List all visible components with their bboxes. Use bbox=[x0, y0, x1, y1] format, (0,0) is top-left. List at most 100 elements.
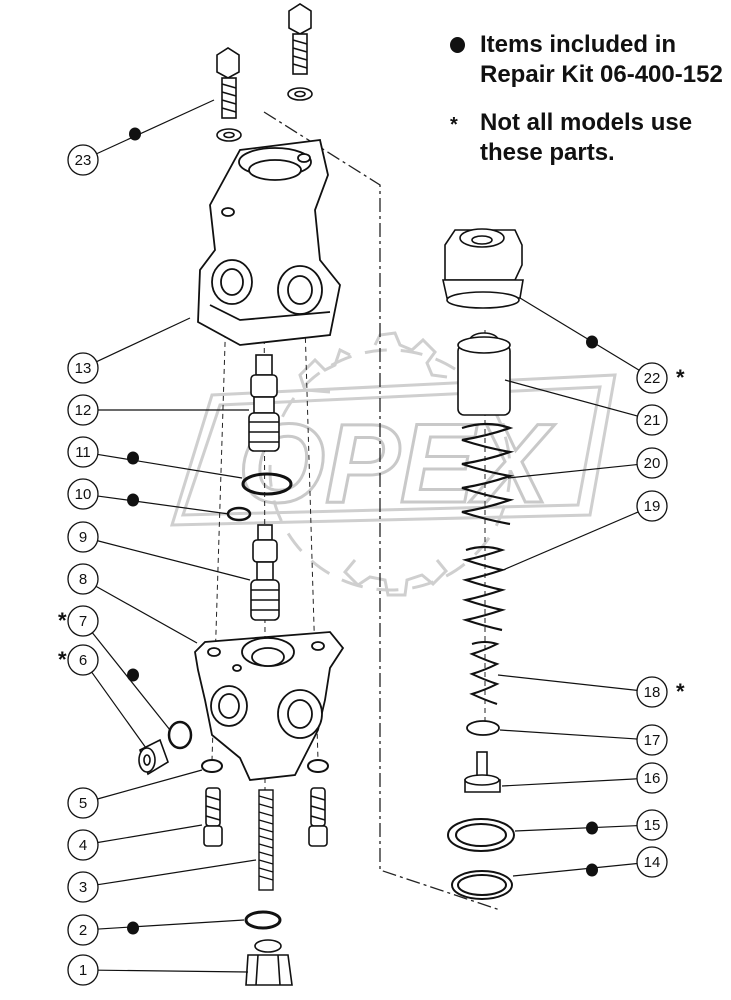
callout-14: 14 bbox=[512, 846, 668, 878]
o-ring-11 bbox=[241, 472, 293, 496]
ring-14 bbox=[451, 870, 513, 900]
callout-circle bbox=[636, 490, 668, 522]
callout-circle bbox=[67, 352, 99, 384]
leader-line bbox=[91, 632, 171, 731]
leader-line bbox=[97, 453, 243, 479]
callout-number: 9 bbox=[79, 529, 87, 546]
callout-circle bbox=[67, 914, 99, 946]
callout-circle bbox=[67, 829, 99, 861]
leader-line bbox=[96, 317, 191, 363]
callout-number: 14 bbox=[644, 854, 661, 871]
valve-body-top-13 bbox=[197, 139, 341, 346]
watermark-swoosh-inner bbox=[180, 385, 602, 517]
leader-line bbox=[97, 495, 230, 515]
callout-number: 3 bbox=[79, 879, 87, 896]
legend-star-row: * Not all models use these parts. bbox=[446, 108, 728, 168]
callout-10: 10 bbox=[67, 478, 230, 515]
leader-line bbox=[97, 859, 257, 886]
valve-16 bbox=[464, 751, 501, 793]
callout-number: 20 bbox=[644, 455, 661, 472]
callout-number: 19 bbox=[644, 498, 661, 515]
callout-circle bbox=[636, 762, 668, 794]
callout-number: 16 bbox=[644, 770, 661, 787]
callout-11: 11 bbox=[67, 436, 243, 479]
watermark-logo: OPEX bbox=[169, 331, 617, 597]
callout-3: 3 bbox=[67, 859, 257, 903]
legend-star-line2: these parts. bbox=[480, 139, 615, 166]
callout-number: 4 bbox=[79, 837, 87, 854]
callout-circle bbox=[67, 871, 99, 903]
callout-number: 1 bbox=[79, 962, 87, 979]
callout-19: 19 bbox=[502, 490, 668, 571]
callout-22: 22 * bbox=[519, 297, 685, 394]
watermark-text: OPEX bbox=[238, 401, 556, 526]
callout-circle bbox=[636, 809, 668, 841]
callout-circle bbox=[67, 563, 99, 595]
callout-circle bbox=[67, 394, 99, 426]
leader-line bbox=[499, 729, 638, 740]
spring-seat-21 bbox=[457, 332, 511, 416]
legend-kit-line1: Items included in bbox=[480, 31, 677, 58]
leader-line bbox=[519, 297, 640, 371]
kit-dot-icon bbox=[127, 921, 139, 935]
callout-circle bbox=[636, 846, 668, 878]
watermark-gear-ring bbox=[268, 348, 512, 592]
washer-5-left bbox=[201, 759, 223, 773]
callout-layer: 123456*7*89101112131415161718*19202122*2… bbox=[58, 99, 685, 986]
callout-circle bbox=[67, 954, 99, 986]
bolt-23-right bbox=[287, 3, 313, 101]
washer-5-right bbox=[307, 759, 329, 773]
kit-dot-icon bbox=[127, 493, 139, 507]
callout-1: 1 bbox=[67, 954, 249, 986]
kit-dot-icon bbox=[129, 127, 141, 141]
callout-number: 17 bbox=[644, 732, 661, 749]
callout-number: 6 bbox=[79, 652, 87, 669]
washer-17 bbox=[466, 720, 500, 736]
asterisk-mark: * bbox=[676, 679, 685, 704]
kit-dot-icon bbox=[127, 668, 139, 682]
callout-12: 12 bbox=[67, 394, 249, 426]
plug-1 bbox=[245, 939, 293, 986]
legend: Items included in Repair Kit 06-400-152 … bbox=[446, 30, 728, 168]
callout-circle bbox=[67, 478, 99, 510]
legend-kit-line2: Repair Kit 06-400-152 bbox=[480, 61, 723, 88]
callout-6: 6* bbox=[58, 644, 147, 749]
callout-number: 22 bbox=[644, 370, 661, 387]
kit-bullet-icon bbox=[450, 37, 465, 53]
legend-star-line1: Not all models use bbox=[480, 109, 693, 136]
leader-line bbox=[501, 778, 638, 787]
callout-13: 13 bbox=[67, 317, 191, 384]
callout-circle bbox=[636, 676, 668, 708]
callout-number: 11 bbox=[75, 444, 91, 461]
piston-9 bbox=[250, 524, 280, 621]
leader-line bbox=[512, 862, 638, 877]
bolt-4-right bbox=[308, 787, 328, 847]
leader-line bbox=[504, 379, 638, 417]
callout-number: 7 bbox=[79, 613, 87, 630]
callout-circle bbox=[67, 144, 99, 176]
callout-21: 21 bbox=[504, 379, 668, 436]
callout-circle bbox=[67, 436, 99, 468]
piston-12 bbox=[248, 354, 280, 452]
leader-line bbox=[95, 585, 198, 644]
callout-4: 4 bbox=[67, 824, 203, 861]
callout-20: 20 bbox=[507, 447, 668, 479]
asterisk-mark: * bbox=[676, 365, 685, 390]
kit-dot-icon bbox=[586, 821, 598, 835]
callout-7: 7* bbox=[58, 605, 171, 731]
leader-line bbox=[97, 540, 251, 581]
leader-line bbox=[97, 824, 203, 844]
callout-number: 10 bbox=[75, 486, 92, 503]
callout-number: 8 bbox=[79, 571, 87, 588]
o-ring-7 bbox=[167, 720, 193, 750]
threaded-rod-3 bbox=[258, 789, 274, 891]
callout-number: 13 bbox=[75, 360, 92, 377]
leader-line bbox=[514, 825, 638, 832]
callout-number: 18 bbox=[644, 684, 661, 701]
kit-dot-icon bbox=[127, 451, 139, 465]
spring-20 bbox=[461, 422, 515, 526]
callout-number: 2 bbox=[79, 922, 87, 939]
callout-circle bbox=[636, 724, 668, 756]
callout-circle bbox=[636, 362, 668, 394]
